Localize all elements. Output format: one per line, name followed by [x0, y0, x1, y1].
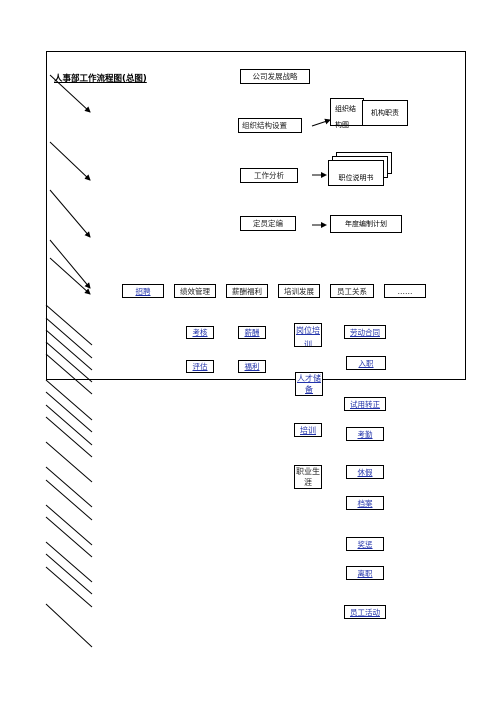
module-training: 培训发展: [278, 284, 320, 298]
pay-salary-box[interactable]: 薪酬: [238, 326, 266, 339]
training-label: 培训: [300, 425, 316, 435]
career-box: 职业生涯: [294, 465, 322, 489]
job-desc-label: 职位说明书: [338, 174, 374, 182]
staffing-box: 定员定编: [240, 216, 296, 231]
dept-duties-label: 机构职责: [371, 109, 399, 117]
pay-benefits-box[interactable]: 福利: [238, 360, 266, 373]
arrow-to-strategy: [49, 74, 91, 113]
module-performance-label: 绩效管理: [180, 286, 210, 296]
module-recruitment[interactable]: 招聘: [122, 284, 164, 298]
rel-onboarding[interactable]: 入职: [346, 356, 386, 370]
module-more: ……: [384, 284, 426, 298]
module-employee-relations-label: 员工关系: [337, 286, 367, 296]
dept-duties-doc: 机构职责: [362, 100, 408, 126]
org-setup-box: 组织结构设置: [238, 118, 302, 133]
rel-reward-penalty[interactable]: 奖惩: [346, 537, 384, 551]
perf-evaluation-label: 评估: [192, 362, 208, 371]
training-box[interactable]: 培训: [294, 423, 322, 437]
training-post-label: 岗位培训: [296, 326, 320, 347]
perf-appraisal-box[interactable]: 考核: [186, 326, 214, 339]
rel-archive-label: 档案: [357, 498, 373, 508]
job-analysis-label: 工作分析: [254, 171, 284, 180]
rel-staff-activities[interactable]: 员工活动: [344, 605, 386, 619]
rel-leave-label: 休假: [357, 467, 373, 477]
org-chart-label: 组织结构图: [335, 105, 356, 129]
rel-probation-label: 试用转正: [350, 399, 380, 409]
module-employee-relations: 员工关系: [330, 284, 374, 298]
rel-reward-penalty-label: 奖惩: [357, 539, 373, 549]
module-more-label: ……: [397, 286, 413, 296]
module-performance: 绩效管理: [174, 284, 216, 298]
job-analysis-box: 工作分析: [240, 168, 298, 183]
diagram-frame: [46, 51, 466, 380]
strategy-box: 公司发展战略: [240, 69, 310, 84]
career-label: 职业生涯: [296, 467, 320, 487]
diagram-title: 人事部工作流程图(总图): [54, 74, 147, 84]
org-chart-doc: 组织结构图: [330, 98, 364, 129]
perf-evaluation-box[interactable]: 评估: [186, 360, 214, 373]
training-post-box[interactable]: 岗位培训: [294, 323, 322, 347]
module-training-label: 培训发展: [284, 286, 314, 296]
module-compensation: 薪酬福利: [226, 284, 268, 298]
module-recruitment-label: 招聘: [135, 286, 151, 296]
arrow-to-modules-2: [49, 257, 91, 295]
strategy-label: 公司发展战略: [252, 72, 298, 81]
pay-salary-label: 薪酬: [244, 328, 260, 337]
talent-reserve-label: 人才储备: [297, 374, 321, 394]
arrow-to-analysis: [49, 141, 91, 181]
rel-attendance[interactable]: 考勤: [346, 427, 384, 441]
annual-plan-label: 年度编制计划: [345, 220, 387, 228]
rel-labor-contract[interactable]: 劳动合同: [344, 325, 386, 339]
talent-reserve-box[interactable]: 人才储备: [295, 372, 323, 396]
rel-attendance-label: 考勤: [357, 429, 373, 439]
rel-archive[interactable]: 档案: [346, 496, 384, 510]
rel-resignation-label: 离职: [357, 568, 373, 578]
perf-appraisal-label: 考核: [192, 328, 208, 337]
rel-leave[interactable]: 休假: [346, 465, 384, 479]
org-setup-label: 组织结构设置: [242, 121, 287, 130]
annual-plan-doc: 年度编制计划: [330, 215, 402, 233]
staffing-label: 定员定编: [253, 219, 283, 228]
rel-staff-activities-label: 员工活动: [350, 607, 380, 617]
job-desc-doc: 职位说明书: [328, 160, 384, 186]
arrow-to-staffing: [49, 189, 91, 238]
module-compensation-label: 薪酬福利: [232, 286, 262, 296]
rel-resignation[interactable]: 离职: [346, 566, 384, 580]
rel-onboarding-label: 入职: [358, 358, 374, 368]
arrow-to-modules-1: [49, 239, 91, 289]
pay-benefits-label: 福利: [244, 362, 260, 371]
rel-probation[interactable]: 试用转正: [344, 397, 386, 411]
rel-labor-contract-label: 劳动合同: [350, 327, 380, 337]
